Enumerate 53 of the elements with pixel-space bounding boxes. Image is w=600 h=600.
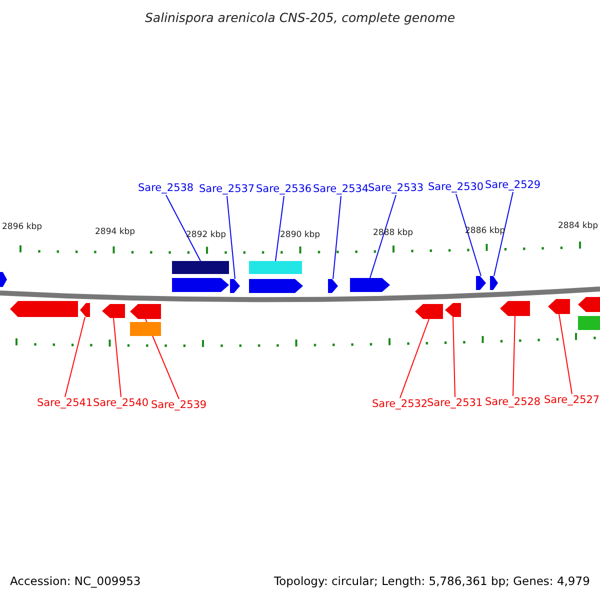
scale-label: 2890 kbp — [280, 230, 320, 241]
gene-label: Sare_2530 — [428, 181, 484, 194]
gene-feature — [490, 276, 498, 290]
leader-line — [452, 316, 456, 398]
gene-label: Sare_2527 — [544, 394, 600, 407]
gene-feature — [500, 301, 530, 316]
footer-text: Topology: circular; Length: 5,786,361 bp; Genes: 4,979 — [274, 574, 590, 588]
leader-line — [226, 196, 236, 280]
gene-feature — [10, 301, 78, 317]
gene-label: Sare_2531 — [427, 397, 483, 410]
gene-feature — [578, 297, 600, 312]
gene-bar — [172, 261, 229, 274]
leader-line — [275, 196, 284, 262]
gene-label: Sare_2538 — [138, 182, 194, 195]
scale-label: 2884 kbp — [558, 221, 598, 232]
gene-bar — [130, 322, 161, 336]
leader-line — [400, 318, 430, 398]
gene-feature — [445, 303, 461, 317]
gene-feature — [102, 304, 125, 318]
leader-line — [512, 316, 516, 396]
gene-label: Sare_2540 — [93, 397, 149, 410]
gene-feature — [328, 279, 338, 293]
scale-label: 2892 kbp — [186, 230, 226, 241]
gene-label: Sare_2539 — [151, 399, 207, 412]
footer-text: Accession: NC_009953 — [10, 574, 141, 588]
gene-feature — [476, 276, 486, 290]
leader-line — [494, 192, 514, 276]
gene-bar — [578, 316, 600, 330]
gene-label: Sare_2541 — [37, 397, 93, 410]
leader-line — [370, 194, 396, 278]
leader-line — [332, 196, 342, 280]
gene-feature — [350, 278, 390, 292]
gene-feature — [415, 304, 443, 319]
gene-feature — [249, 279, 303, 293]
scale-label: 2896 kbp — [2, 222, 42, 233]
gene-label: Sare_2528 — [485, 396, 541, 409]
gene-feature — [130, 304, 161, 319]
leader-line — [113, 318, 122, 398]
gene-label: Sare_2529 — [485, 179, 541, 192]
gene-feature — [0, 272, 7, 287]
gene-label: Sare_2533 — [368, 182, 424, 195]
leader-line — [456, 194, 482, 276]
gene-label: Sare_2537 — [199, 183, 255, 196]
gene-bar — [249, 261, 302, 274]
scale-label: 2894 kbp — [95, 227, 136, 238]
gene-label: Sare_2532 — [372, 398, 428, 411]
leader-line — [64, 316, 86, 398]
gene-feature — [80, 303, 90, 317]
gene-label: Sare_2536 — [256, 183, 312, 196]
leader-line — [558, 314, 572, 394]
diagram-title: Salinispora arenicola CNS-205, complete genome — [145, 10, 456, 25]
gene-label: Sare_2534 — [313, 183, 369, 196]
gene-feature — [548, 299, 570, 314]
